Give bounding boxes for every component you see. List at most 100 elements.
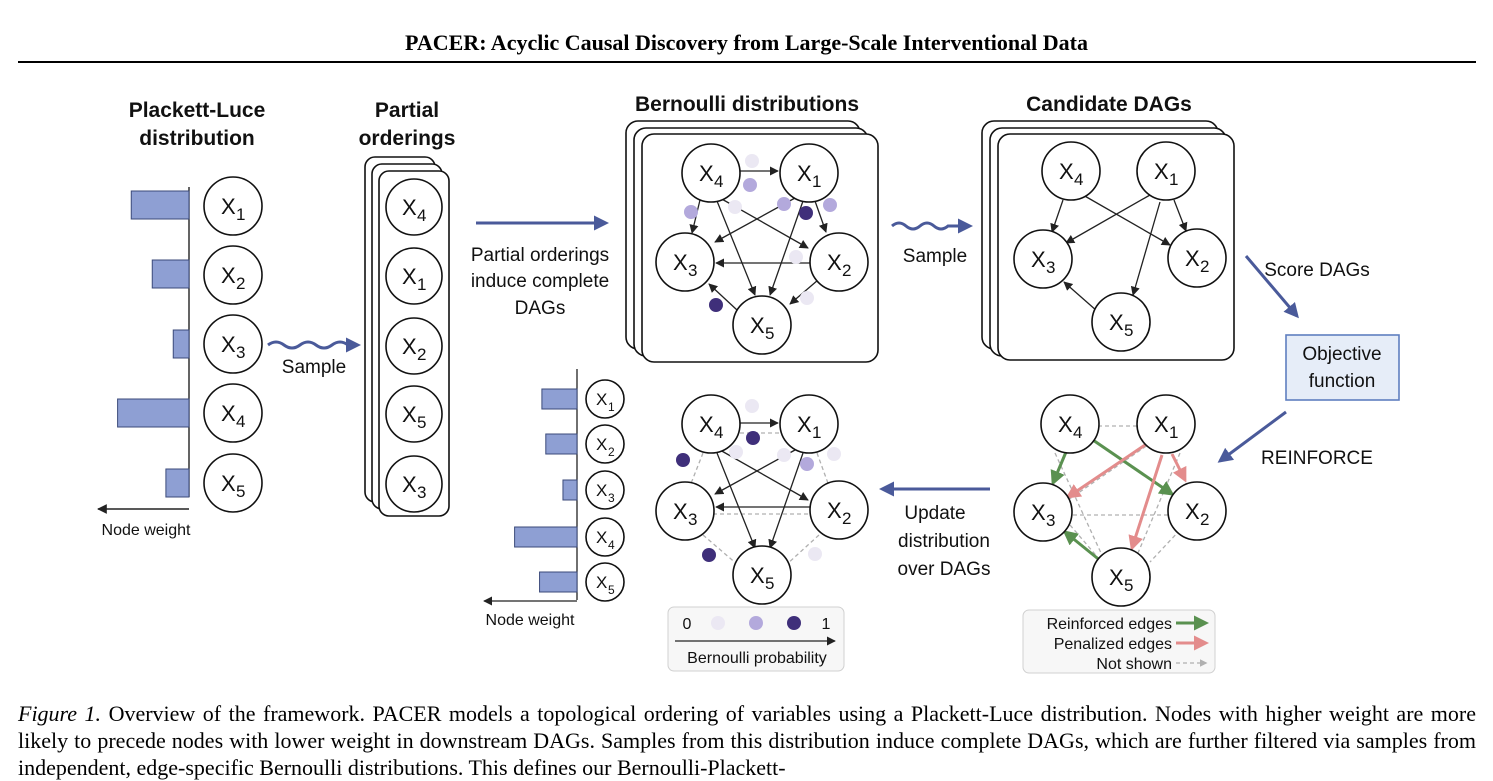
legend-penalized: Penalized edges xyxy=(1054,636,1172,653)
svg-text:X: X xyxy=(699,412,714,437)
svg-text:X: X xyxy=(1154,412,1169,437)
framework-figure: Plackett-Luce distribution Node weight X… xyxy=(97,93,1400,674)
updated-weight-bar-x3 xyxy=(562,479,578,501)
update-label-line3: over DAGs xyxy=(898,559,991,580)
pl-weight-bar-x3 xyxy=(172,329,190,359)
svg-text:1: 1 xyxy=(812,172,821,191)
svg-text:5: 5 xyxy=(417,413,426,432)
svg-text:X: X xyxy=(750,563,765,588)
svg-text:5: 5 xyxy=(236,482,245,501)
caption-body: Overview of the framework. PACER models … xyxy=(18,701,1476,780)
svg-text:X: X xyxy=(596,528,607,547)
bernoulli-title: Bernoulli distributions xyxy=(635,93,859,116)
objective-line2: function xyxy=(1309,371,1376,392)
svg-text:X: X xyxy=(402,402,417,427)
score-arrow: Score DAGs xyxy=(1244,255,1370,319)
induce-label-line1: Partial orderings xyxy=(471,245,609,266)
reinforce-arrow: REINFORCE xyxy=(1217,410,1373,469)
sample-arrow-2: Sample xyxy=(891,218,973,267)
update-label-line1: Update xyxy=(904,503,965,524)
edge-legend: Reinforced edges Penalized edges Not sho… xyxy=(1022,609,1216,674)
svg-text:X: X xyxy=(596,435,607,454)
svg-text:5: 5 xyxy=(765,324,774,343)
svg-text:X: X xyxy=(221,263,236,288)
updated-weight-bar-x4 xyxy=(514,526,578,548)
svg-text:X: X xyxy=(827,250,842,275)
svg-text:X: X xyxy=(221,332,236,357)
svg-text:X: X xyxy=(402,472,417,497)
svg-text:1: 1 xyxy=(1169,423,1178,442)
svg-text:2: 2 xyxy=(1200,257,1209,276)
bernoulli-probability-dots xyxy=(684,154,837,312)
paper-running-title: PACER: Acyclic Causal Discovery from Lar… xyxy=(405,30,1088,55)
bernoulli-panel: Bernoulli distributions xyxy=(625,93,879,363)
svg-text:2: 2 xyxy=(842,261,851,280)
svg-text:2: 2 xyxy=(236,274,245,293)
plackett-luce-panel: Plackett-Luce distribution Node weight X… xyxy=(97,99,265,539)
svg-text:X: X xyxy=(1058,412,1073,437)
updated-weight-bar-x5 xyxy=(539,571,578,593)
svg-text:1: 1 xyxy=(236,205,245,224)
svg-text:4: 4 xyxy=(1073,423,1082,442)
legend-high: 1 xyxy=(822,616,831,633)
svg-text:2: 2 xyxy=(608,445,615,459)
updated-probability-dots xyxy=(676,399,841,562)
updated-node-weight-label: Node weight xyxy=(486,612,576,629)
svg-text:2: 2 xyxy=(842,509,851,528)
legend-label: Bernoulli probability xyxy=(687,650,827,667)
candidate-title: Candidate DAGs xyxy=(1026,93,1192,116)
partial-orderings-title-line1: Partial xyxy=(375,99,439,122)
update-label-line2: distribution xyxy=(898,531,990,552)
svg-text:4: 4 xyxy=(1074,170,1083,189)
legend-low: 0 xyxy=(683,616,692,633)
svg-text:2: 2 xyxy=(417,345,426,364)
svg-text:3: 3 xyxy=(1046,511,1055,530)
svg-text:3: 3 xyxy=(688,510,697,529)
objective-line1: Objective xyxy=(1302,344,1381,365)
svg-text:X: X xyxy=(1185,499,1200,524)
plackett-luce-title-line2: distribution xyxy=(139,127,254,150)
svg-text:X: X xyxy=(596,481,607,500)
sample-label-2: Sample xyxy=(903,246,967,267)
candidate-edges xyxy=(1050,194,1188,312)
svg-text:X: X xyxy=(1059,159,1074,184)
bernoulli-legend: 0 1 Bernoulli probability xyxy=(667,606,845,672)
svg-text:4: 4 xyxy=(714,423,723,442)
pl-weight-bar-x4 xyxy=(117,398,190,428)
node-weight-label: Node weight xyxy=(102,522,192,539)
partial-orderings-title-line2: orderings xyxy=(359,127,456,150)
svg-text:X: X xyxy=(1109,565,1124,590)
legend-not-shown: Not shown xyxy=(1096,656,1172,673)
objective-function-box: Objective function xyxy=(1285,334,1400,401)
updated-weight-bar-x1 xyxy=(541,388,578,410)
svg-text:X: X xyxy=(673,499,688,524)
